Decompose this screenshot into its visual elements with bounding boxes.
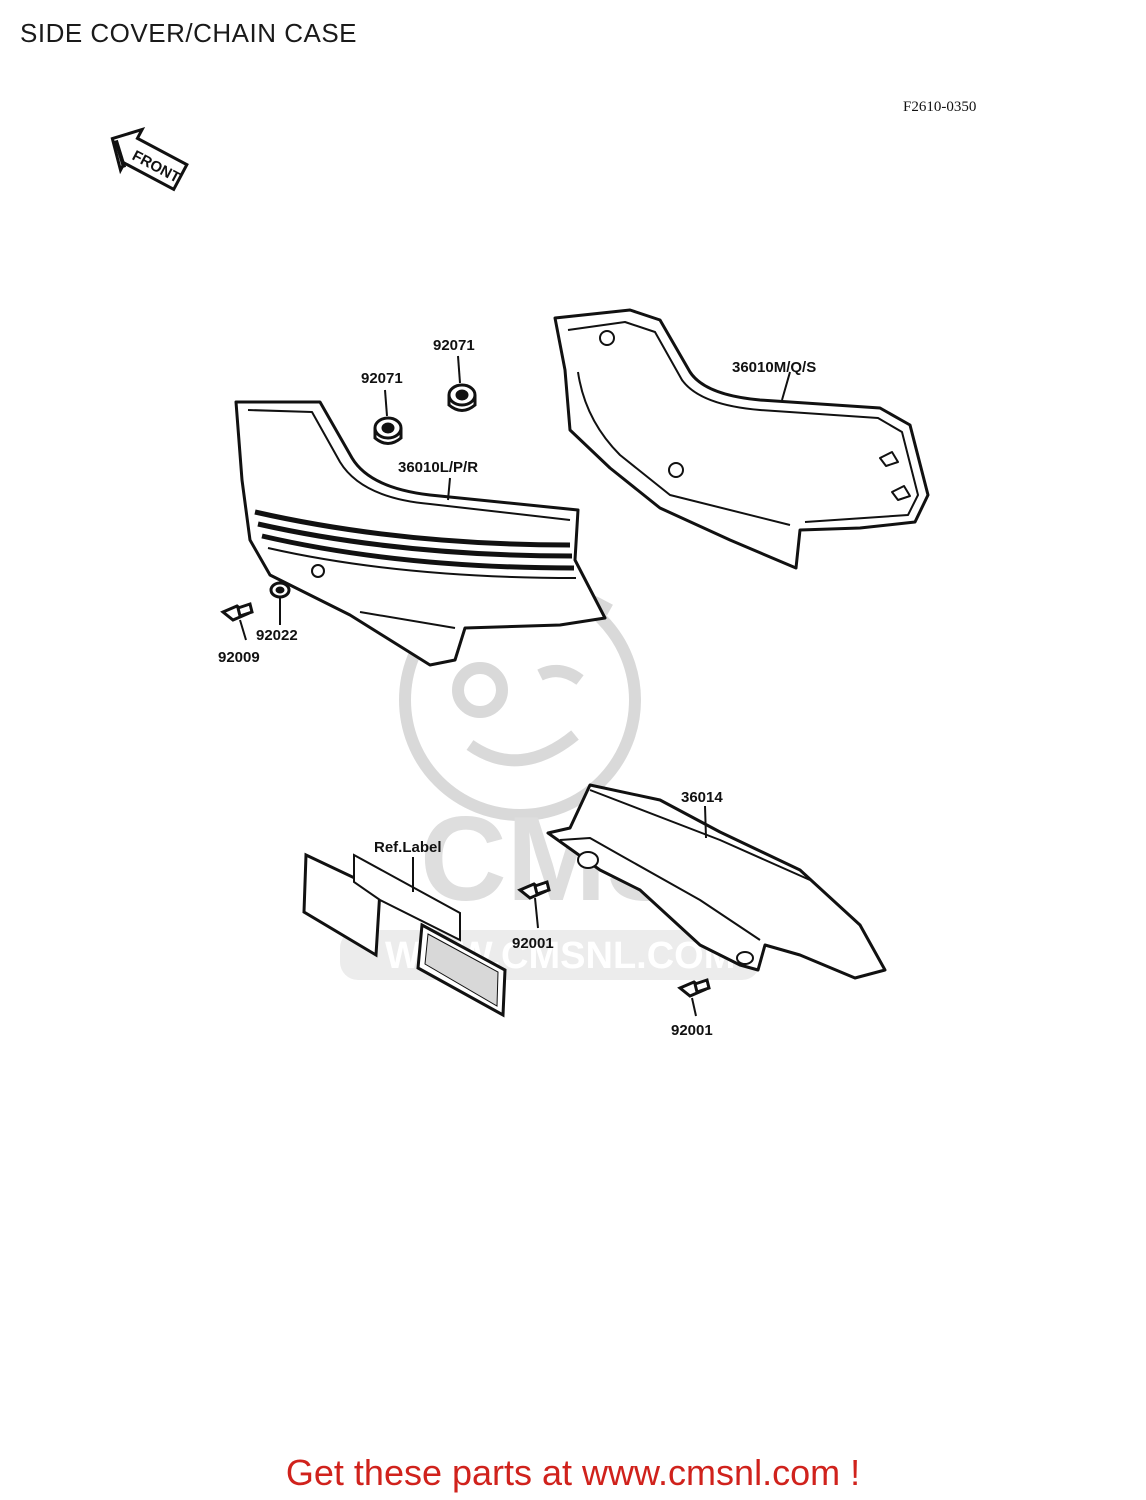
label-cover-left: 36010L/P/R [398, 459, 478, 476]
label-ref-label: Ref.Label [374, 839, 442, 856]
watermark-mascot-mouth [466, 730, 579, 767]
bolt-case-lower-part [677, 978, 711, 1017]
page-title: SIDE COVER/CHAIN CASE [20, 18, 358, 48]
left-side-cover [234, 400, 607, 667]
bolt-case-upper-part [517, 880, 551, 929]
ref-label-sheets [302, 852, 507, 1018]
label-bolt-case-lower: 92001 [671, 1022, 713, 1039]
washer-part [269, 581, 291, 599]
bolt-cover-part [220, 602, 254, 641]
label-grommet-lower: 92071 [361, 370, 403, 387]
parts-diagram: CMS WWW.CMSNL.COM FRONT [110, 127, 930, 1039]
leader-lines [279, 355, 791, 892]
label-grommet-upper: 92071 [433, 337, 475, 354]
front-arrow-icon: FRONT [110, 127, 189, 192]
label-chain-case: 36014 [681, 789, 723, 806]
parts-cta-link[interactable]: Get these parts at www.cmsnl.com ! [285, 1452, 861, 1493]
chain-case [546, 783, 887, 980]
label-washer: 92022 [256, 627, 298, 644]
figure-code: F2610-0350 [903, 99, 977, 115]
watermark-mascot-eye-left [452, 662, 508, 718]
label-cover-right: 36010M/Q/S [732, 359, 816, 376]
label-bolt-case-upper: 92001 [512, 935, 554, 952]
grommet-upper-part [447, 383, 477, 412]
grommet-lower-part [373, 416, 403, 445]
right-side-cover [553, 308, 930, 570]
watermark-mascot-eye-right [537, 665, 584, 685]
label-bolt-cover: 92009 [218, 649, 260, 666]
